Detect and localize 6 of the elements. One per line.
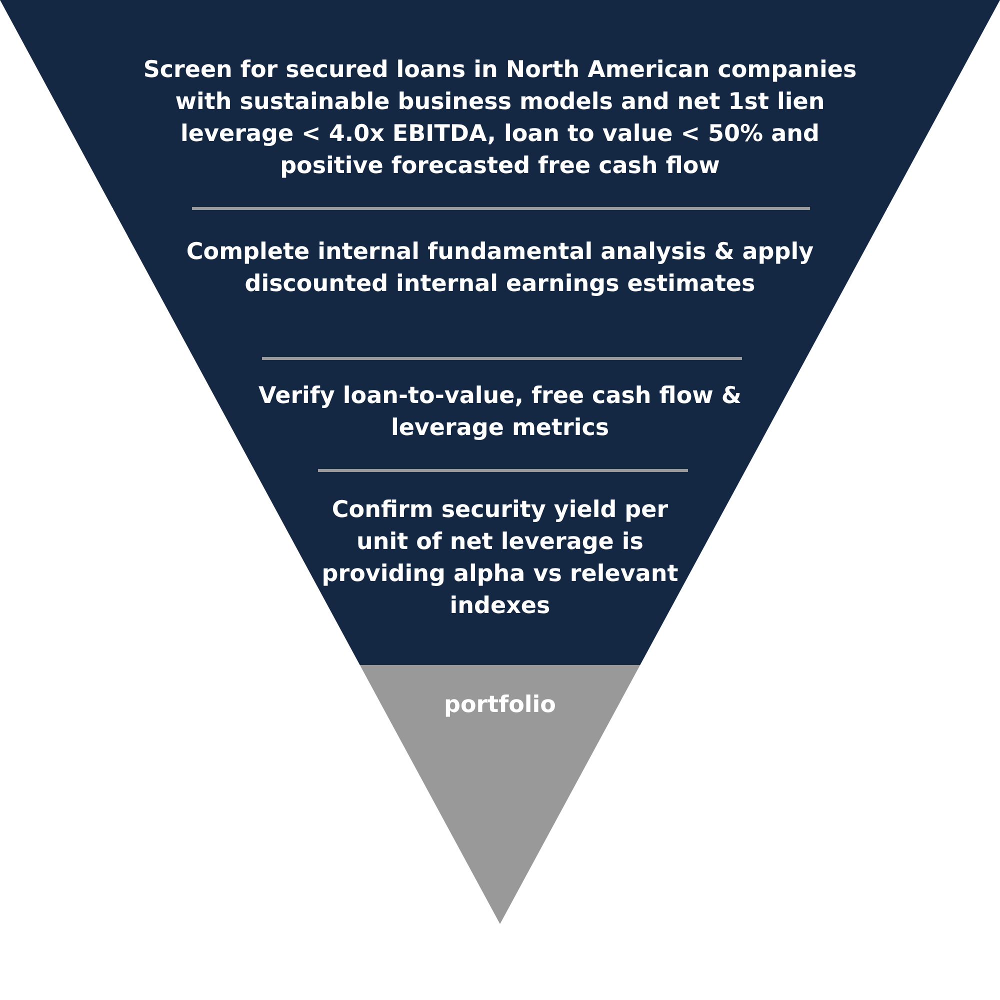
funnel-band bbox=[0, 0, 1000, 208]
stage-text: Complete internal fundamental analysis & apply discounted internal earnings estimates bbox=[185, 238, 815, 299]
stage-text: portfolio bbox=[443, 691, 557, 720]
stage-text: Verify loan-to-value, free cash flow & leverage metrics bbox=[258, 382, 742, 443]
stage-text: Screen for secured loans in North American companies with sustainable business models and net 1st lien leverage < 4.0x EBITDA, loan to value < 50% and positive forecasted free cash flow bbox=[142, 56, 858, 181]
stage-text: Confirm security yield per unit of net leverage is providing alpha vs relevant indexes bbox=[320, 496, 680, 621]
